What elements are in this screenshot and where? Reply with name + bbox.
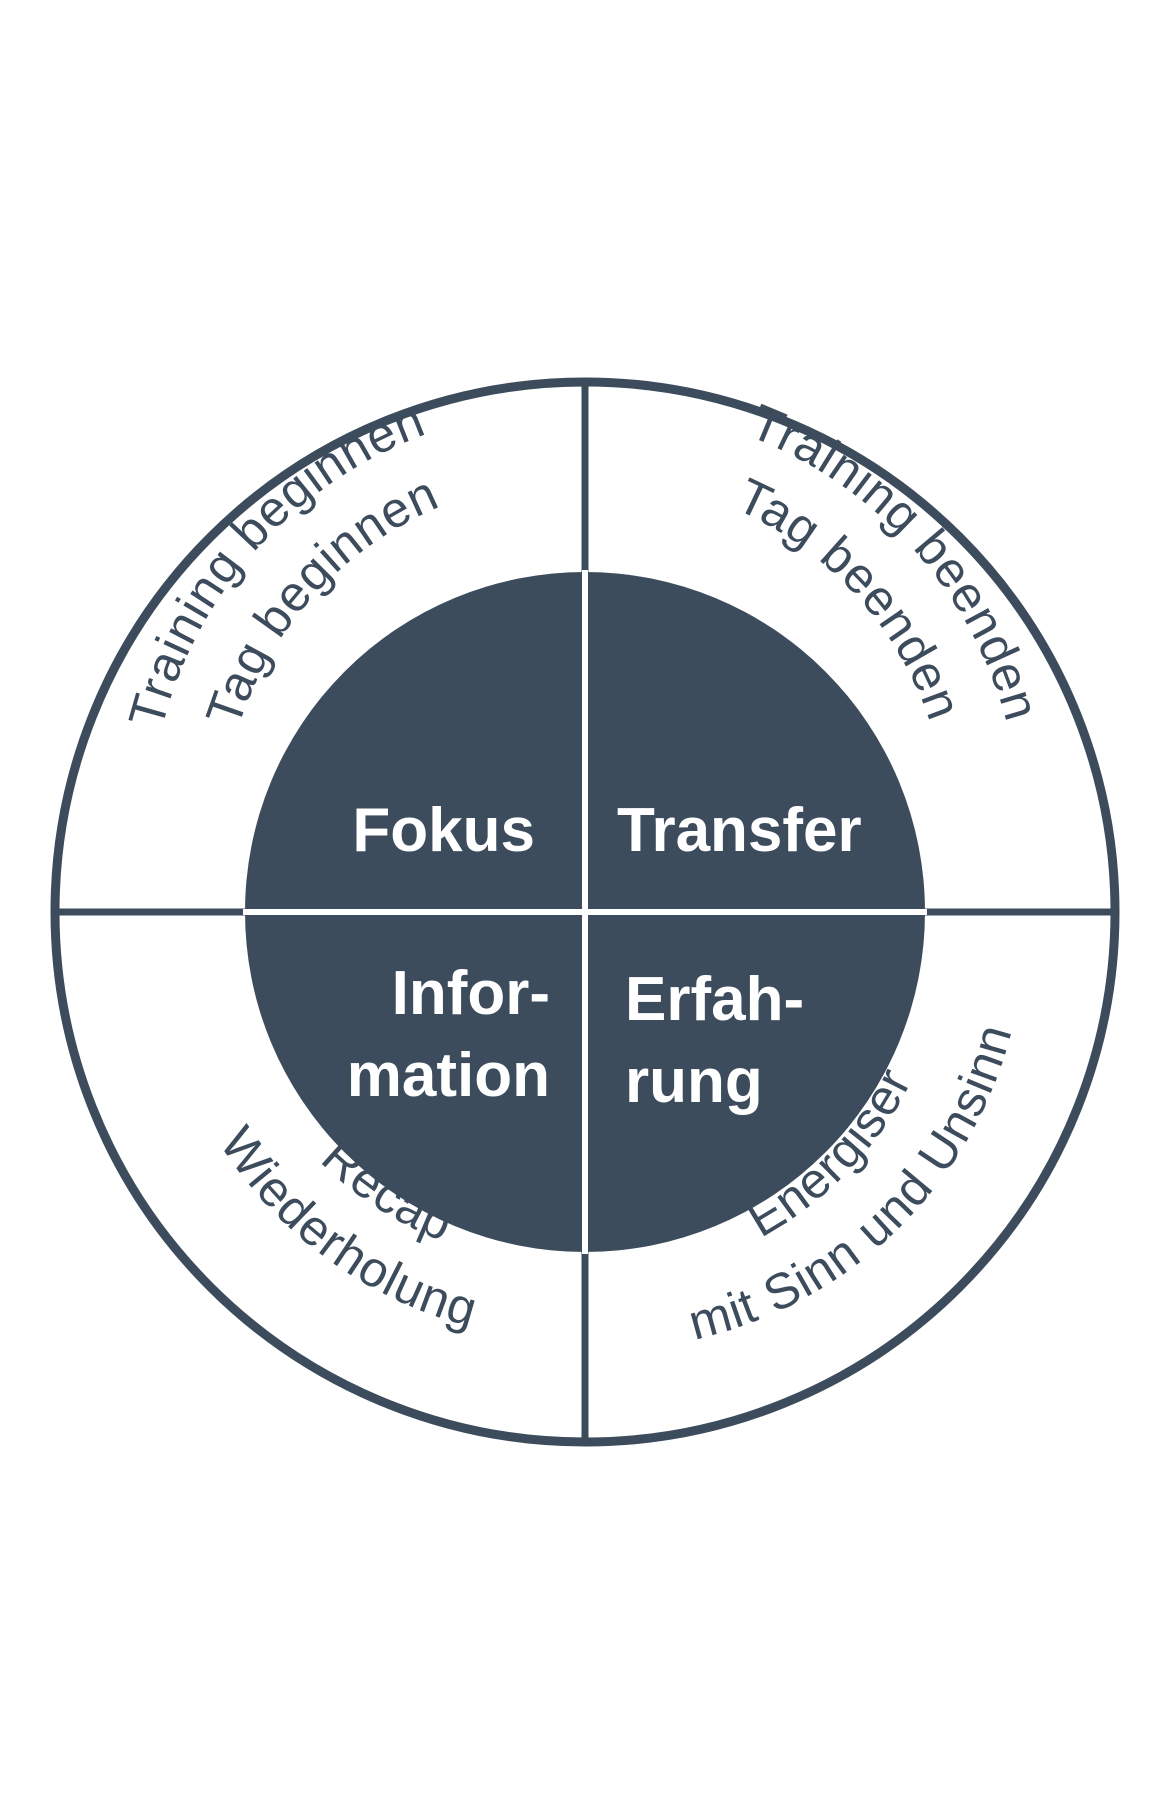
inner-label-bottom-right-line1: Erfah- xyxy=(625,965,804,1034)
inner-label-top-right: Transfer xyxy=(617,796,862,865)
inner-label-bottom-left-line2: mation xyxy=(347,1041,550,1110)
inner-label-top-left: Fokus xyxy=(352,796,535,865)
inner-label-bottom-right-line2: rung xyxy=(625,1047,763,1116)
inner-label-bottom-left-line1: Infor- xyxy=(392,959,550,1028)
